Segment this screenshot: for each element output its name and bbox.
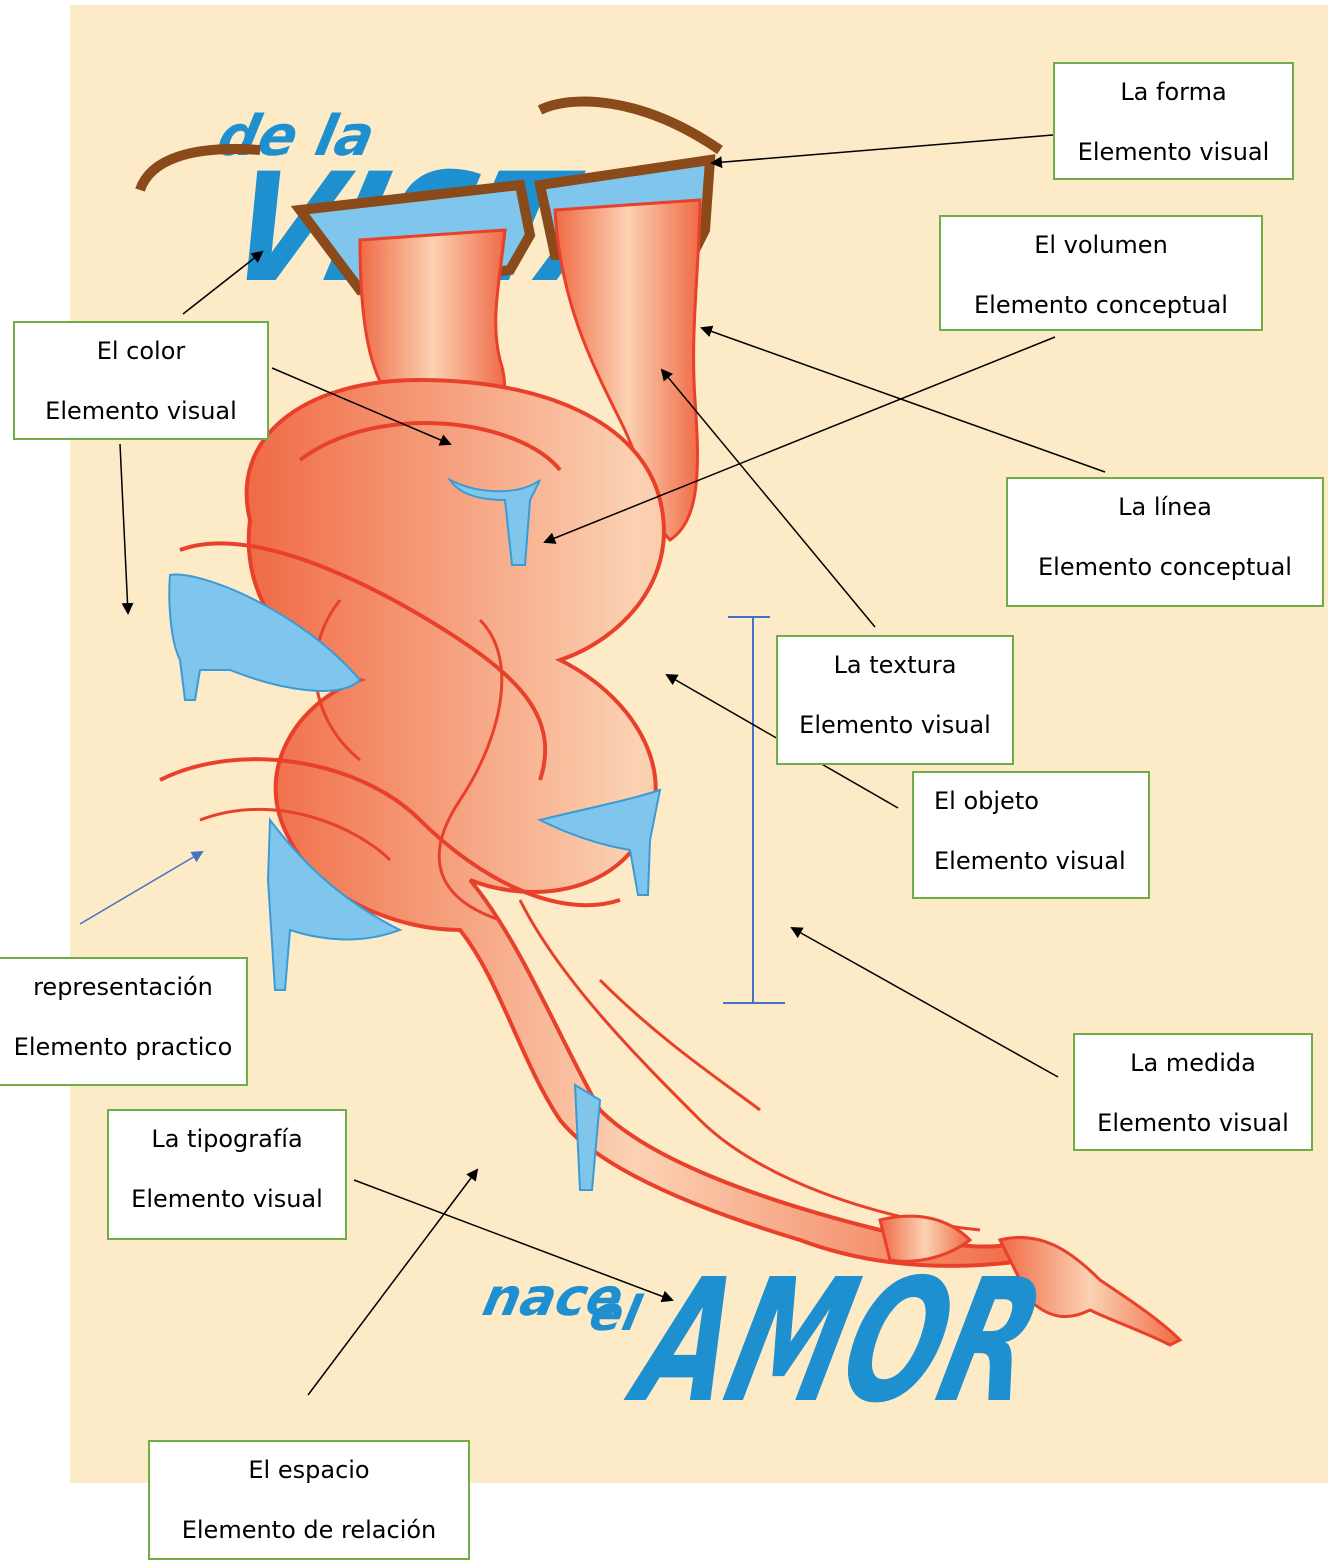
- label-color: El color Elemento visual: [13, 321, 269, 440]
- label-medida-title: La medida: [1075, 1049, 1311, 1077]
- label-volumen-subtitle: Elemento conceptual: [941, 291, 1261, 319]
- label-objeto-subtitle: Elemento visual: [914, 847, 1148, 875]
- label-representacion-subtitle: Elemento practico: [0, 1033, 246, 1061]
- label-espacio: El espacio Elemento de relación: [148, 1440, 470, 1560]
- label-espacio-title: El espacio: [150, 1456, 468, 1484]
- label-forma: La forma Elemento visual: [1053, 62, 1294, 180]
- label-forma-title: La forma: [1055, 78, 1292, 106]
- label-textura-title: La textura: [778, 651, 1012, 679]
- label-linea: La línea Elemento conceptual: [1006, 477, 1324, 607]
- label-medida-subtitle: Elemento visual: [1075, 1109, 1311, 1137]
- label-volumen-title: El volumen: [941, 231, 1261, 259]
- label-objeto-title: El objeto: [914, 787, 1148, 815]
- label-color-title: El color: [15, 337, 267, 365]
- label-linea-title: La línea: [1008, 493, 1322, 521]
- label-color-subtitle: Elemento visual: [15, 397, 267, 425]
- bottom-big-text: AMOR: [613, 1242, 1060, 1440]
- label-forma-subtitle: Elemento visual: [1055, 138, 1292, 166]
- label-objeto: El objeto Elemento visual: [912, 771, 1150, 899]
- label-representacion-title: representación: [0, 973, 246, 1001]
- label-medida: La medida Elemento visual: [1073, 1033, 1313, 1151]
- label-linea-subtitle: Elemento conceptual: [1008, 553, 1322, 581]
- label-tipografia-subtitle: Elemento visual: [109, 1185, 345, 1213]
- label-textura-subtitle: Elemento visual: [778, 711, 1012, 739]
- label-tipografia-title: La tipografía: [109, 1125, 345, 1153]
- label-espacio-subtitle: Elemento de relación: [150, 1516, 468, 1544]
- label-representacion: representación Elemento practico: [0, 957, 248, 1086]
- label-volumen: El volumen Elemento conceptual: [939, 215, 1263, 331]
- label-tipografia: La tipografía Elemento visual: [107, 1109, 347, 1240]
- label-textura: La textura Elemento visual: [776, 635, 1014, 765]
